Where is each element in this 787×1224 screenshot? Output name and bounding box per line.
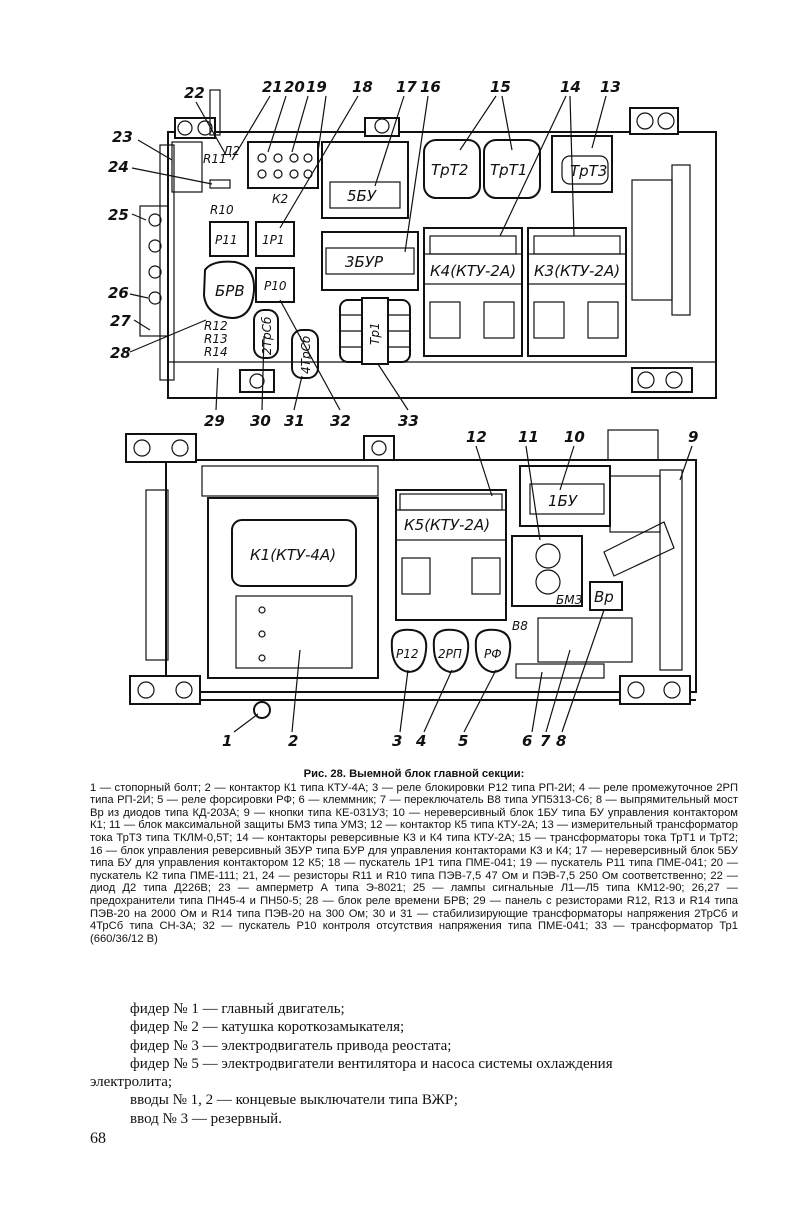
brv-label: БРВ [215,282,245,300]
k5-label: К5(КТУ-2А) [404,516,490,534]
list-item: фидер № 1 — главный двигатель; [130,1001,345,1017]
label-3: 3 [392,732,402,750]
caption-title: Рис. 28. Выемной блок главной секции: [303,768,525,780]
label-19: 19 [306,78,327,96]
4trsb-label: 4ТрСб [299,335,313,374]
label-29: 29 [204,412,225,430]
v8-label: В8 [512,619,528,633]
rf-label: РФ [484,647,502,661]
label-21: 21 [262,78,283,96]
feeder-list: фидер № 1 — главный двигатель; фидер № 2… [90,1000,738,1128]
label-2: 2 [288,732,298,750]
label-24: 24 [108,158,129,176]
label-31: 31 [284,412,305,430]
k4-label: К4(КТУ-2А) [430,262,516,280]
list-item: фидер № 5 — электродвигатели вентилятора… [130,1055,613,1072]
lower-leader-lines [233,445,693,733]
list-item: фидер № 2 — катушка короткозамыкателя; [130,1019,405,1036]
label-10: 10 [564,428,585,446]
upper-leader-lines [129,95,607,411]
label-33: 33 [398,412,419,430]
label-32: 32 [330,412,351,430]
r11-label: R11 [203,152,227,166]
k1-label: К1(КТУ-4А) [250,546,336,564]
1bu-label: 1БУ [548,492,578,510]
3bur-label: 3БУР [345,253,384,271]
label-18: 18 [352,78,373,96]
label-14: 14 [560,78,581,96]
label-22: 22 [184,84,205,102]
label-11: 11 [518,428,539,446]
2rp-label: 2РП [438,647,462,661]
label-20: 20 [284,78,305,96]
p11-label: Р11 [215,233,238,247]
page-number: 68 [90,1130,106,1147]
list-item: ввод № 3 — резервный. [130,1110,282,1127]
figure-caption: Рис. 28. Выемной блок главной секции: 1 … [90,768,738,945]
label-15: 15 [490,78,511,96]
label-13: 13 [600,78,621,96]
p12-label: Р12 [396,647,419,661]
list-item: фидер № 3 — электродвигатель привода рео… [130,1037,452,1054]
r13-label: R13 [204,332,228,346]
mounting-lugs-top [174,89,679,139]
r12-label: R12 [204,319,228,333]
trt3-label: ТрТ3 [570,162,607,180]
figure-28: R11 Д2 R10 К2 Р11 1Р1 БРВ Р10 R12 R13 R1… [108,78,717,750]
p10-label: Р10 [264,279,287,293]
label-9: 9 [688,428,698,446]
r14-label: R14 [204,345,228,359]
bmz-label: БМЗ [556,593,583,607]
k2-label: К2 [272,192,288,206]
label-28: 28 [110,344,131,362]
label-26: 26 [108,284,129,302]
label-1: 1 [222,732,232,750]
label-8: 8 [556,732,566,750]
tp1-label: Тр1 [368,322,382,345]
label-7: 7 [540,732,551,750]
caption-body: 1 — стопорный болт; 2 — контактор К1 тип… [90,781,738,945]
5bu-label: 5БУ [347,187,377,205]
label-16: 16 [420,78,441,96]
upper-number-labels: 22 21 20 19 18 17 16 15 14 13 23 24 25 2… [108,78,621,430]
label-6: 6 [522,732,532,750]
2trsb-label: 2ТрСб [260,316,274,355]
lower-block-drawing: К1(КТУ-4А) К5(КТУ-2А) 1БУ БМЗ Вр В8 Р12 [125,429,697,719]
label-25: 25 [108,206,129,224]
label-17: 17 [396,78,417,96]
upper-block-drawing: R11 Д2 R10 К2 Р11 1Р1 БРВ Р10 R12 R13 R1… [139,89,717,399]
label-23: 23 [112,128,133,146]
r10-label: R10 [210,203,234,217]
label-30: 30 [250,412,271,430]
label-27: 27 [110,312,131,330]
trt2-label: ТрТ2 [431,161,468,179]
label-4: 4 [415,732,426,750]
label-5: 5 [458,732,468,750]
list-item: вводы № 1, 2 — концевые выключатели типа… [130,1092,458,1109]
list-item: электролита; [90,1074,173,1091]
vr-label: Вр [594,588,614,606]
k3-label: К3(КТУ-2А) [534,262,620,280]
label-12: 12 [466,428,487,446]
1p1-label: 1Р1 [262,233,285,247]
trt1-label: ТрТ1 [490,161,527,179]
lower-number-labels: 12 11 10 9 1 2 3 4 5 6 7 8 [222,428,698,750]
